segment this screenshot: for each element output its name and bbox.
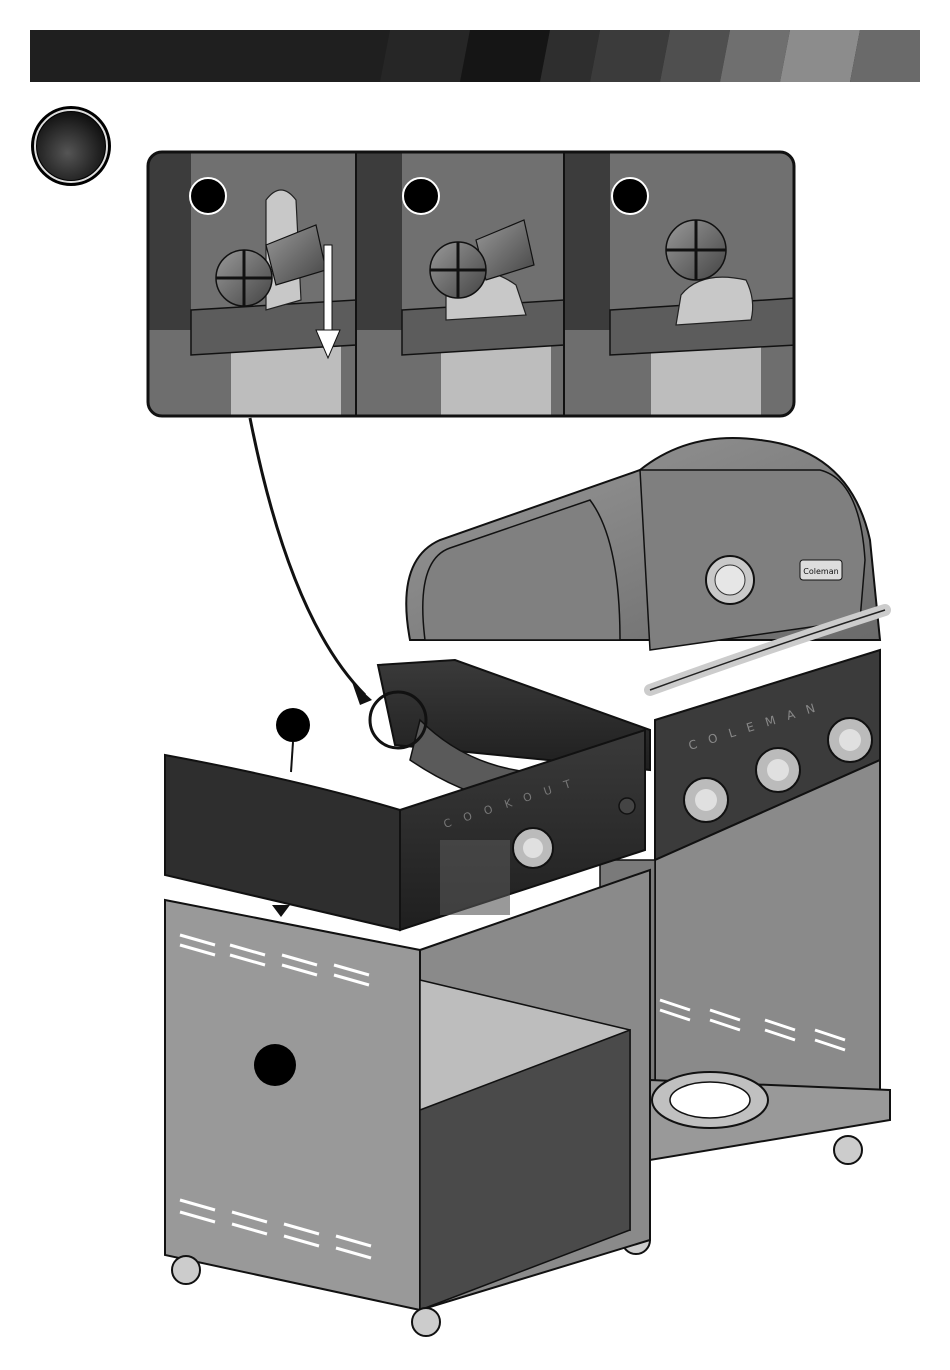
pointer-arrow [250,418,365,695]
caster-wheel-icon [412,1308,440,1336]
side-burner-panel: COOKOUT [165,660,650,930]
side-cabinet [165,870,650,1336]
burner-knob-icon [684,778,728,822]
brand-badge-text: Coleman [803,567,838,576]
burner-knob-icon [756,748,800,792]
callout-cabinet [254,1044,296,1086]
burner-knob-icon [828,718,872,762]
caster-wheel-icon [834,1136,862,1164]
caster-wheel-icon [172,1256,200,1284]
callout-panel [276,708,310,742]
